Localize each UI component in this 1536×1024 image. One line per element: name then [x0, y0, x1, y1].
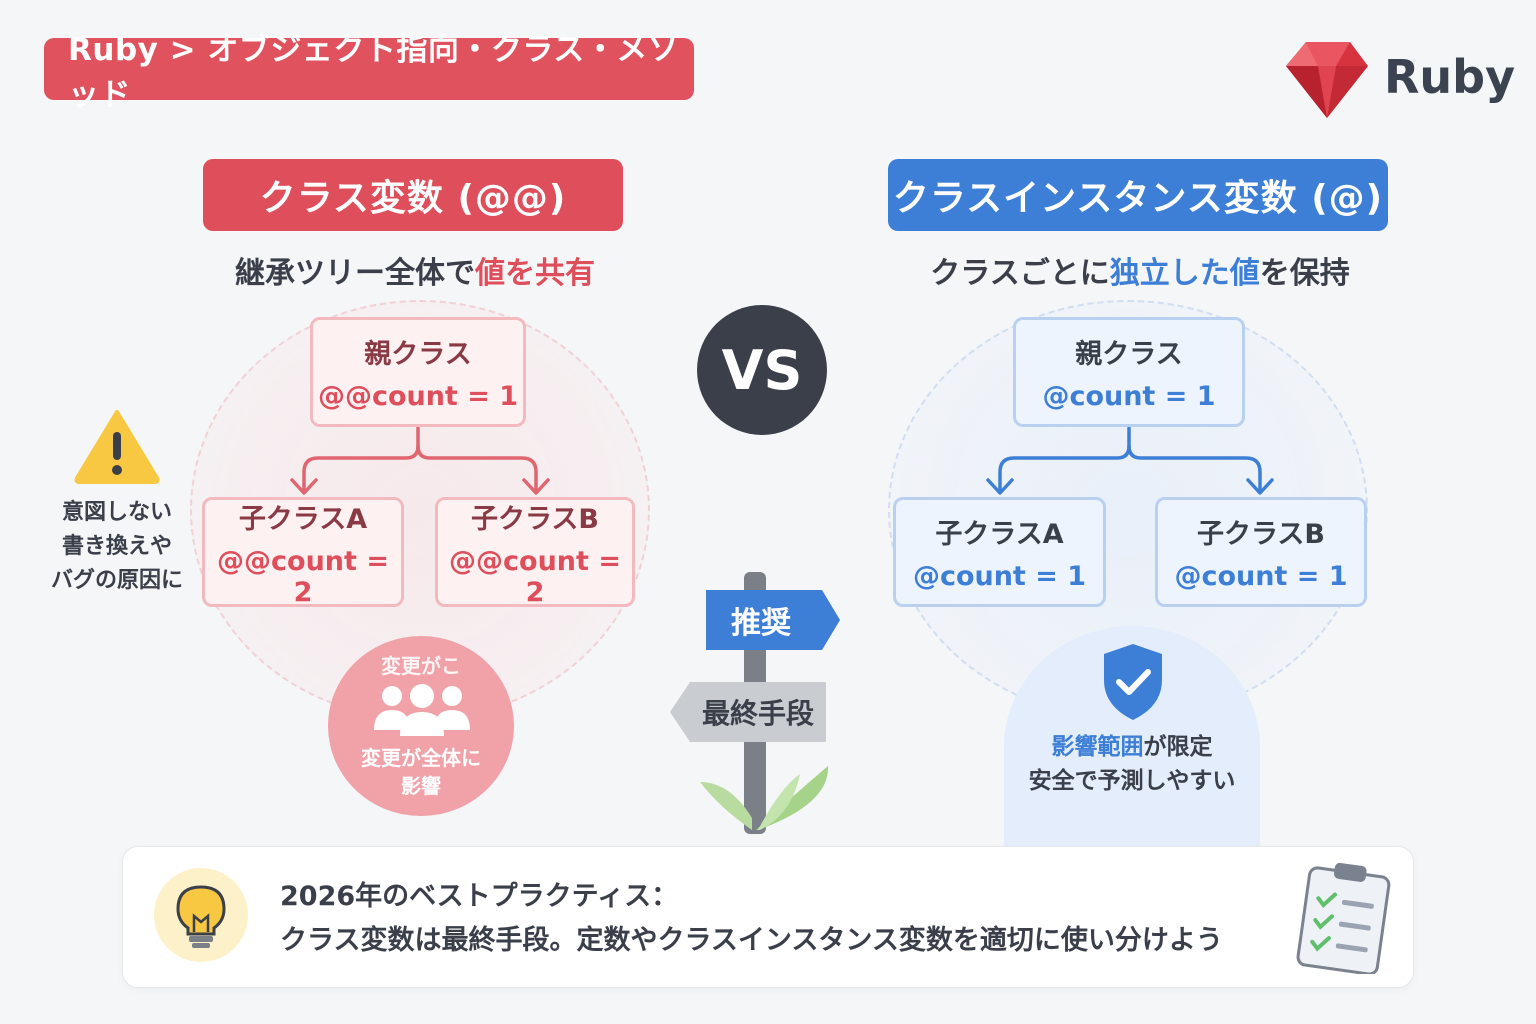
safe-highlight: 影響範囲 — [1051, 734, 1144, 760]
lightbulb-icon — [176, 885, 226, 948]
node-value: @count = 1 — [912, 561, 1087, 592]
node-name: 子クラスA — [238, 503, 368, 535]
right-connector-arrows — [986, 426, 1274, 495]
checklist-clipboard-icon — [1296, 862, 1391, 974]
ruby-gem-icon — [1286, 42, 1368, 118]
safe-line-1: 影響範囲が限定 — [1004, 730, 1260, 764]
impact-top-text: 変更がこ — [381, 654, 461, 678]
last-resort-sign: 最終手段 — [701, 697, 814, 730]
safe-line-1-post: が限定 — [1143, 734, 1213, 760]
node-name: 親クラス — [1075, 339, 1183, 370]
warning-icon — [74, 410, 160, 484]
right-subtitle-post: を保持 — [1259, 256, 1350, 291]
logo-text: Ruby — [1384, 50, 1516, 104]
best-practice-box — [122, 846, 1414, 988]
recommended-sign-board — [706, 590, 840, 650]
node-value: @@count = 1 — [317, 381, 519, 412]
breadcrumb: Ruby > オブジェクト指向・クラス・メソッド — [44, 32, 694, 113]
right-subtitle-text: クラスごとに — [930, 256, 1110, 291]
warning-line: バグの原因に — [50, 568, 183, 593]
left-parent-class-node: 親クラス @@count = 1 — [310, 317, 526, 427]
signpost-icon — [670, 572, 840, 834]
people-icon — [374, 684, 470, 736]
node-name: 子クラスB — [470, 503, 600, 535]
safe-line-2: 安全で予測しやすい — [1028, 768, 1236, 794]
node-name: 親クラス — [364, 339, 472, 370]
left-subtitle: 継承ツリー全体で値を共有 — [180, 248, 650, 292]
node-value: @count = 1 — [1174, 561, 1348, 592]
right-subtitle: クラスごとに独立した値を保持 — [870, 248, 1410, 292]
node-name: 子クラスA — [935, 519, 1064, 550]
shield-check-icon — [1104, 644, 1162, 720]
warning-line: 意図しない — [61, 500, 172, 525]
node-name: 子クラスB — [1196, 519, 1326, 550]
class-instance-variable-title: クラスインスタンス変数 (@) — [888, 159, 1388, 231]
right-child-b-node: 子クラスB @count = 1 — [1155, 497, 1367, 607]
left-child-b-node: 子クラスB @@count = 2 — [435, 497, 635, 608]
left-subtitle-text: 継承ツリー全体で — [235, 256, 475, 291]
left-child-a-node: 子クラスA @@count = 2 — [202, 497, 404, 608]
last-resort-sign-board — [670, 682, 826, 742]
tip-title: 2026年のベストプラクティス： — [280, 881, 679, 912]
node-value: @@count = 2 — [217, 545, 389, 608]
tip-body: クラス変数は最終手段。定数やクラスインスタンス変数を適切に使い分けよう — [280, 925, 1223, 956]
left-connector-arrows — [290, 426, 550, 495]
impact-line: 影響 — [401, 774, 441, 798]
recommended-sign: 推奨 — [731, 606, 791, 641]
warning-line: 書き換えや — [61, 534, 172, 559]
right-child-a-node: 子クラスA @count = 1 — [893, 497, 1106, 607]
warning-text: 意図しない 書き換えや バグの原因に — [42, 496, 192, 598]
ruby-logo: Ruby — [1284, 36, 1515, 120]
node-value: @@count = 2 — [449, 545, 621, 608]
vs-badge: VS — [697, 305, 827, 435]
right-parent-class-node: 親クラス @count = 1 — [1013, 317, 1245, 427]
node-value: @count = 1 — [1042, 381, 1216, 412]
right-subtitle-highlight: 独立した値 — [1109, 256, 1260, 291]
class-variable-title: クラス変数 (@@) — [203, 159, 623, 231]
impact-text: 変更が全体に 影響 — [338, 744, 504, 800]
safe-text: 影響範囲が限定 安全で予測しやすい — [1004, 730, 1260, 798]
left-subtitle-highlight: 値を共有 — [475, 256, 595, 291]
impact-line: 変更が全体に — [361, 746, 481, 770]
